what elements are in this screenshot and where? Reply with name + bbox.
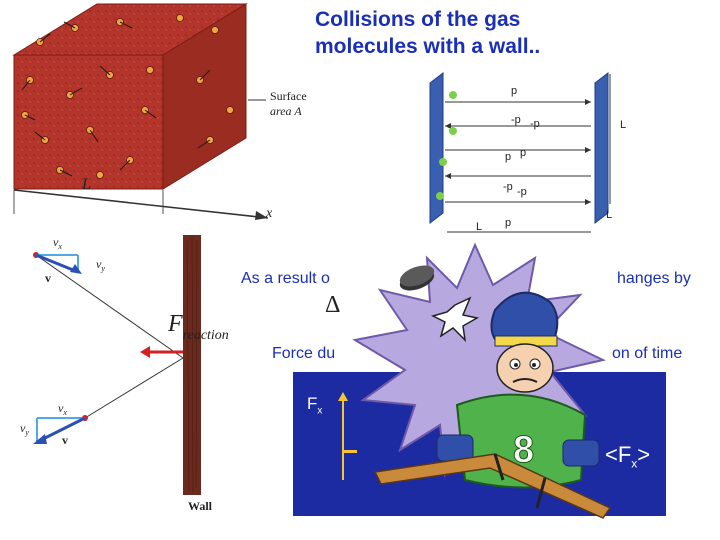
p-label-5: p xyxy=(505,151,511,163)
x-axis-line xyxy=(13,189,269,219)
text-line2-right: on of time xyxy=(612,345,683,362)
chamber-length-label-2: L xyxy=(606,209,612,221)
average-fx-label: <Fx> xyxy=(605,442,651,471)
vy-label-bottom: vy xyxy=(20,421,29,437)
fx-axis xyxy=(338,392,348,480)
f-reaction-label: Freaction xyxy=(167,311,229,343)
delta-symbol: Δ xyxy=(325,292,341,318)
left-wall xyxy=(429,71,444,225)
left-glove xyxy=(436,434,474,462)
collision-diagram: vx vy v Freaction vx vy v Wall xyxy=(20,235,229,513)
x-axis-label: x xyxy=(266,206,273,221)
surface-label-line1: Surface xyxy=(270,89,307,103)
fx-axis-label: Fx xyxy=(307,394,323,417)
velocity-arrow-top xyxy=(35,253,79,274)
outgoing-path xyxy=(84,357,184,419)
impact-spark-icon xyxy=(430,296,480,343)
p-label-8: p xyxy=(505,217,511,229)
chamber-length-label-1: L xyxy=(620,119,626,131)
x-axis-arrowhead xyxy=(255,211,268,220)
text-line1-left: As a result o xyxy=(241,270,330,287)
vx-label-top: vx xyxy=(53,235,62,251)
box-length-label: L xyxy=(82,176,91,193)
p-label-2: -p xyxy=(511,114,521,126)
p-label-7: -p xyxy=(517,186,527,198)
right-glove xyxy=(562,439,600,467)
vy-label-top: vy xyxy=(96,257,105,273)
v-label-bottom: v xyxy=(62,433,68,447)
molecule-velocity-arrows xyxy=(21,21,211,177)
gas-box-diagram xyxy=(12,3,269,220)
helmet-icon xyxy=(490,291,559,343)
svg-text:8: 8 xyxy=(513,429,534,471)
wall-chamber-diagram: p -p -p p p -p -p p L L L xyxy=(429,71,626,233)
surface-label-line2: area A xyxy=(270,104,302,118)
p-label-6: -p xyxy=(503,181,513,193)
player-face xyxy=(496,343,554,393)
box-front-face xyxy=(13,54,164,190)
text-line1-right: hanges by xyxy=(617,270,691,287)
hockey-player-cartoon: 8 xyxy=(352,242,612,519)
wall-label: Wall xyxy=(188,499,213,513)
gas-particles xyxy=(436,91,457,200)
text-line2-left: Force du xyxy=(272,345,336,362)
p-label-4: p xyxy=(520,147,526,159)
incoming-path xyxy=(35,254,184,359)
chamber-length-label-3: L xyxy=(476,221,482,233)
p-label-3: -p xyxy=(530,118,540,130)
v-label-top: v xyxy=(45,271,51,285)
slide-title: Collisions of the gas molecules with a w… xyxy=(315,8,541,58)
vx-label-bottom: vx xyxy=(58,401,67,417)
right-wall xyxy=(594,71,609,225)
fx-pulse-mark xyxy=(343,450,357,453)
p-label-1: p xyxy=(511,85,517,97)
